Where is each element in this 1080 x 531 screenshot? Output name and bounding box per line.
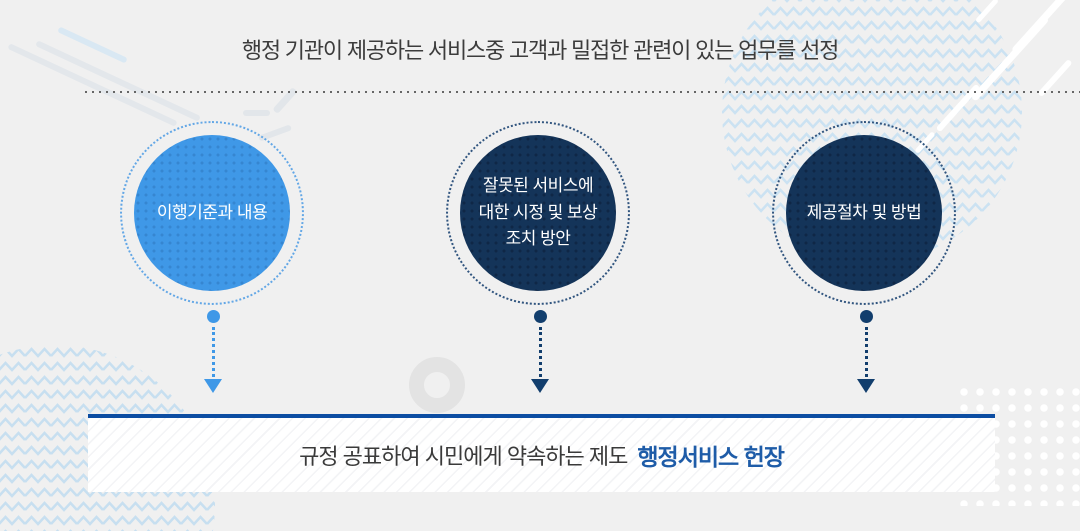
arrow-down-icon-2 <box>531 379 549 393</box>
page-title: 행정 기관이 제공하는 서비스중 고객과 밀접한 관련이 있는 업무를 선정 <box>241 38 840 63</box>
step2-circle: 잘못된 서비스에 대한 시정 및 보상 조치 방안 <box>460 135 616 291</box>
dotted-divider <box>85 91 1080 93</box>
step1-label: 이행기준과 내용 <box>156 202 268 222</box>
arrow-down-dot-2 <box>534 310 547 323</box>
arrow-down-stem-3 <box>865 327 868 377</box>
step1-ring <box>120 121 304 305</box>
arrow-down-stem-2 <box>539 327 542 377</box>
arrow-down-stem-1 <box>212 327 215 377</box>
arrow-down-dot-1 <box>207 310 220 323</box>
decor-donut <box>409 357 465 413</box>
arrow-down-dot-3 <box>860 310 873 323</box>
decor-burst <box>243 110 270 116</box>
footer-band: 규정 공표하여 시민에게 약속하는 제도 행정서비스 헌장 <box>88 414 995 492</box>
step3-label: 제공절차 및 방법 <box>806 202 922 222</box>
arrow-down-icon-1 <box>204 379 222 393</box>
step3-circle: 제공절차 및 방법 <box>786 135 942 291</box>
footer-text: 규정 공표하여 시민에게 약속하는 제도 <box>299 444 628 469</box>
step1-circle: 이행기준과 내용 <box>134 135 290 291</box>
step2-ring <box>446 121 630 305</box>
footer-highlight: 행정서비스 헌장 <box>637 444 785 470</box>
arrow-down-icon-3 <box>857 379 875 393</box>
step3-ring <box>772 121 956 305</box>
step2-label: 잘못된 서비스에 대한 시정 및 보상 조치 방안 <box>478 176 598 249</box>
